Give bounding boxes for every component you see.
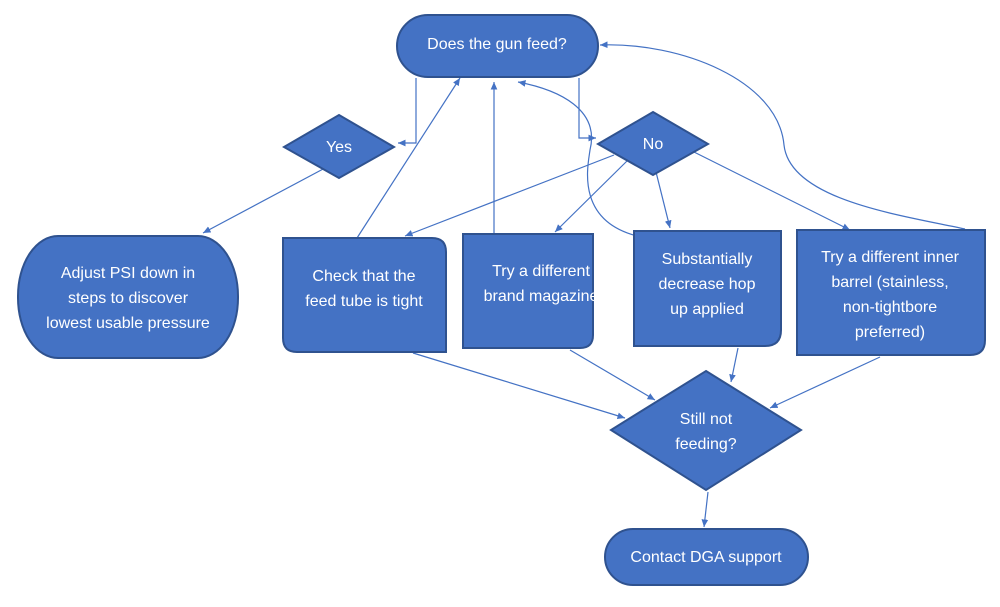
node-label: Try a different inner barrel (stainless, n… [821, 249, 960, 341]
node-label-line: non-tightbore [843, 299, 937, 316]
node-label-line: barrel (stainless, [831, 274, 948, 291]
node-label-line: lowest usable pressure [46, 315, 210, 332]
node-label-line: steps to discover [68, 290, 189, 307]
node-label-line: Still not [680, 411, 733, 428]
edge-try-barrel-to-start [599, 41, 966, 230]
node-label: Yes [326, 139, 352, 156]
node-still-not-feeding: Still not feeding? [609, 369, 803, 492]
connectors [202, 41, 966, 528]
node-yes: Yes [281, 113, 397, 180]
node-contact-dga-support: Contact DGA support [604, 528, 809, 586]
node-decrease-hop: Substantially decrease hop up applied [633, 230, 782, 347]
node-adjust-psi: Adjust PSI down in steps to discover lowes… [17, 235, 239, 359]
node-label: Contact DGA support [630, 549, 782, 566]
edge-try-magazine-to-still-not-feeding [569, 349, 656, 401]
node-does-the-gun-feed: Does the gun feed? [396, 14, 599, 78]
edge-no-to-try-barrel [689, 149, 851, 231]
node-label: Still not feeding? [675, 411, 736, 453]
node-no: No [595, 110, 711, 177]
node-try-barrel: Try a different inner barrel (stainless, n… [796, 229, 986, 356]
node-label: Try a different brand magazine [484, 263, 599, 305]
node-label: Check that the feed tube is tight [305, 268, 423, 310]
edge-check-feed-tube-to-still-not-feeding [412, 352, 626, 419]
edge-no-to-check-feed-tube [404, 154, 615, 237]
node-label-line: feed tube is tight [305, 293, 423, 310]
node-label-line: Check that the [312, 268, 415, 285]
edge-no-to-try-magazine [554, 159, 629, 233]
node-label-line: decrease hop [659, 276, 756, 293]
edge-decrease-hop-to-still-not-feeding [729, 347, 739, 383]
node-label: Adjust PSI down in steps to discover lowes… [46, 265, 210, 332]
edge-start-to-yes [398, 78, 417, 147]
node-label-line: Try a different inner [821, 249, 960, 266]
edge-no-to-decrease-hop [655, 171, 672, 229]
node-label-line: Adjust PSI down in [61, 265, 195, 282]
node-try-magazine: Try a different brand magazine [462, 233, 599, 349]
node-label: No [643, 136, 664, 153]
node-label-line: Try a different [492, 263, 590, 280]
node-label: Substantially decrease hop up applied [659, 251, 756, 318]
node-label-line: feeding? [675, 436, 736, 453]
edge-try-barrel-to-still-not-feeding [769, 356, 881, 409]
edge-decrease-hop-to-start [517, 80, 638, 237]
node-label-line: Substantially [662, 251, 753, 268]
node-label-line: preferred) [855, 324, 925, 341]
edge-check-feed-tube-to-start [356, 77, 461, 239]
node-label-line: brand magazine [484, 288, 599, 305]
node-label: Does the gun feed? [427, 36, 567, 53]
edge-still-not-feeding-to-contact-support [701, 491, 709, 528]
edge-start-to-no [578, 78, 596, 142]
node-check-feed-tube: Check that the feed tube is tight [282, 237, 447, 353]
node-label-line: up applied [670, 301, 744, 318]
edge-yes-to-adjust-psi [202, 167, 326, 234]
